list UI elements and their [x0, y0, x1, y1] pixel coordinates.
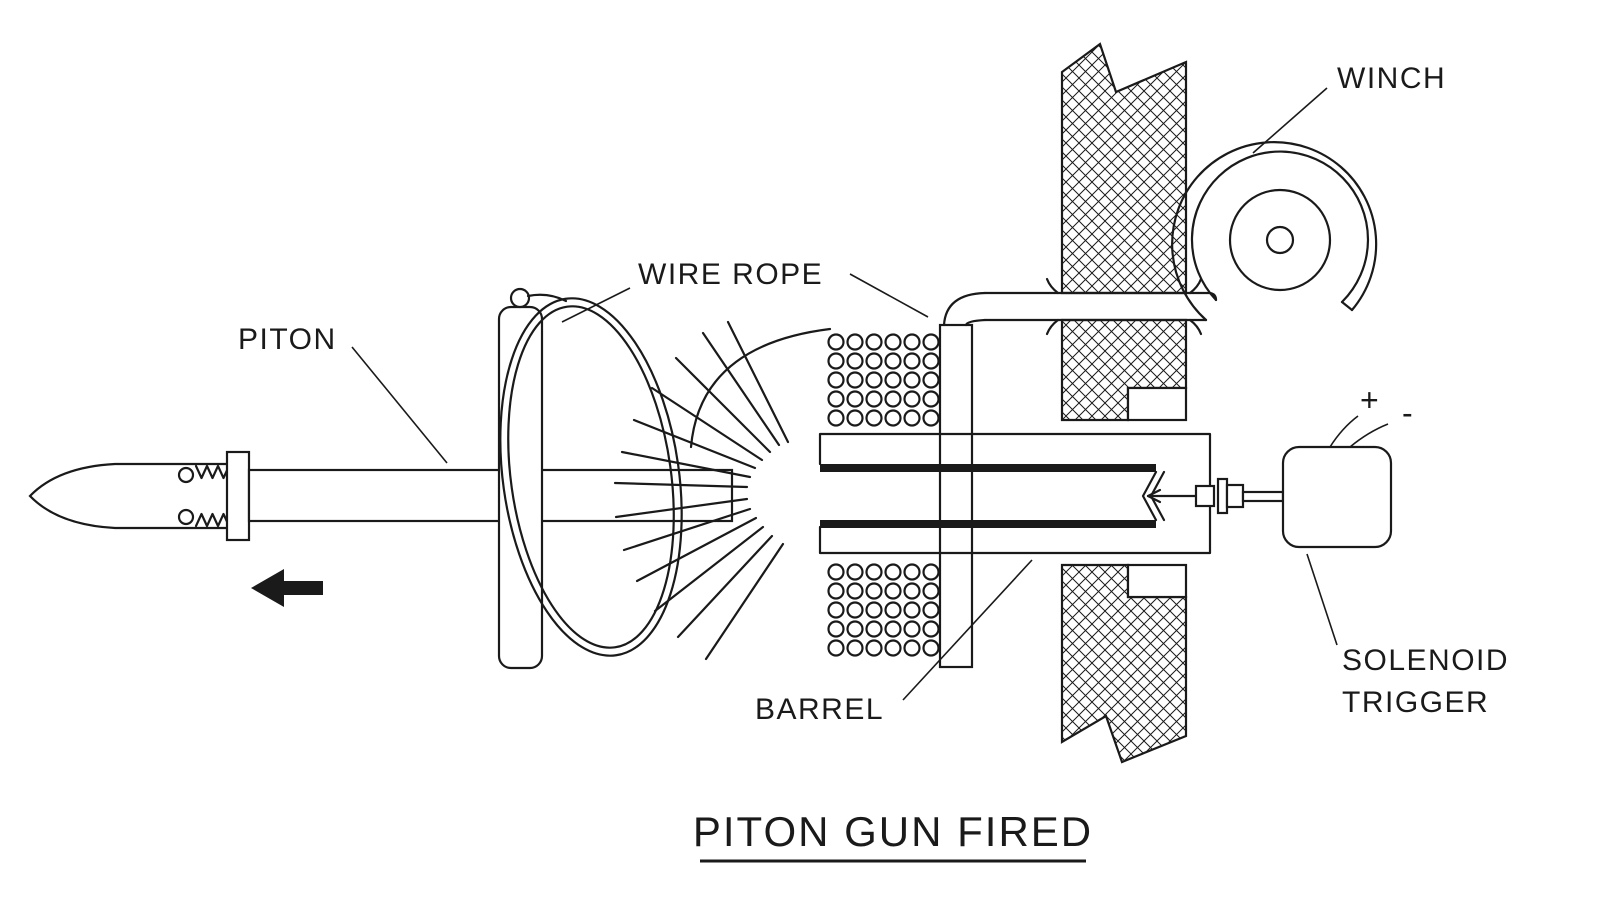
vent-holes-bottom [827, 563, 940, 657]
rock-wall [1060, 42, 1188, 764]
leader-barrel [902, 559, 1033, 701]
barrel-housing [818, 432, 1212, 555]
leader-lines [351, 87, 1338, 701]
rope-eyelet-link [526, 293, 568, 303]
piton-shaft [247, 468, 734, 523]
title-block: PITON GUN FIRED [693, 808, 1093, 863]
barrel-assembly [818, 323, 1212, 669]
piton-barb-pin-bottom [177, 508, 195, 526]
solenoid-body [1281, 445, 1393, 549]
leader-wire-rope-left [561, 287, 631, 323]
piton-serration-top [194, 464, 231, 480]
leader-solenoid [1306, 553, 1338, 646]
minus-terminal: - [1402, 395, 1413, 431]
wall-seat-block-bottom [1126, 563, 1188, 599]
label-solenoid-line2: TRIGGER [1342, 686, 1489, 719]
rope-tube-downbend-outer [942, 291, 987, 327]
barrel-bore-wall-top [820, 464, 1156, 472]
winch-rope-wrap-outer [1171, 141, 1378, 322]
barrel-support-plate [938, 323, 974, 669]
solenoid-wires [1329, 415, 1389, 448]
leader-wire-rope-right [849, 273, 929, 318]
blast-arc [689, 327, 832, 449]
wire-rope-loop [499, 293, 683, 657]
wall-seat-block-top [1126, 386, 1188, 422]
muzzle-blast [613, 320, 832, 661]
wall-upper-segment [1060, 42, 1188, 295]
tube-flare-right [1188, 277, 1203, 336]
vent-holes-top [827, 333, 940, 427]
barrel-bore-wall-bottom [820, 520, 1156, 528]
rope-tube [942, 277, 1212, 336]
leader-piton [351, 346, 448, 464]
plus-terminal: + [1360, 382, 1379, 418]
rope-eyelet [509, 287, 531, 309]
label-piton: PITON [238, 323, 337, 356]
leader-winch [1252, 87, 1328, 154]
piton-collar [225, 450, 251, 542]
label-barrel: BARREL [755, 693, 884, 726]
labels: PITON WIRE ROPE WINCH BARREL SOLENOID TR… [238, 62, 1509, 726]
label-solenoid-line1: SOLENOID [1342, 644, 1509, 677]
winch-rope-wrap-inner [1190, 150, 1370, 304]
rope-tube-downbend-inner [964, 318, 987, 327]
piton-barb-pin-top [177, 466, 195, 484]
winch-rope-end [1340, 300, 1354, 312]
piton-serration-bottom [194, 512, 231, 528]
label-winch: WINCH [1337, 62, 1446, 95]
piton-projectile [28, 450, 734, 542]
fin-crossbar [497, 305, 544, 670]
direction-arrow [251, 569, 323, 607]
tube-flare-left [1045, 277, 1060, 336]
solenoid: + - [1281, 382, 1413, 549]
winch-drum [1228, 188, 1332, 292]
winch-tube-join [1208, 291, 1218, 302]
page-title: PITON GUN FIRED [693, 808, 1093, 855]
label-wire-rope: WIRE ROPE [638, 258, 823, 291]
firing-pin-assembly [1146, 477, 1285, 515]
winch-hub [1265, 225, 1295, 255]
fin-assembly [497, 287, 544, 670]
piton-body [28, 462, 230, 530]
winch [1171, 141, 1378, 322]
